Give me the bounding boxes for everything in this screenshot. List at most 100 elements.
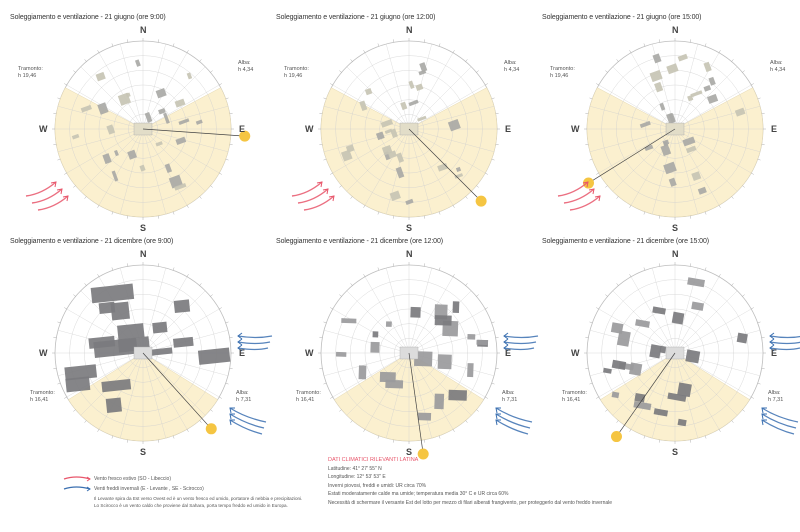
- compass-tick: [476, 294, 479, 297]
- grid-radial: [408, 106, 495, 130]
- building-shadow: [163, 112, 170, 124]
- building-shadow: [387, 150, 397, 159]
- compass-tick: [495, 113, 499, 114]
- compass-tick: [690, 263, 691, 267]
- compass-tick: [172, 211, 175, 215]
- building-shadow: [654, 81, 664, 93]
- grid-radial: [120, 352, 144, 439]
- building-shadows: [71, 59, 203, 191]
- grid-radial: [674, 308, 752, 354]
- building-shadow: [697, 186, 707, 195]
- compass-tick: [377, 267, 380, 271]
- grid-radial: [612, 128, 676, 192]
- building-shadow: [335, 351, 347, 357]
- grid-radial: [364, 276, 410, 354]
- grid-radial: [323, 330, 410, 354]
- summer-wind-icon: [291, 181, 335, 211]
- compass-west: W: [305, 348, 314, 358]
- compass-tick: [73, 185, 76, 188]
- grid-radial: [674, 106, 761, 130]
- compass-tick: [127, 439, 128, 443]
- grid-radial: [142, 128, 188, 206]
- compass-tick: [64, 396, 67, 399]
- compass-west: W: [571, 124, 580, 134]
- compass-tick: [731, 420, 734, 423]
- compass-tick: [219, 307, 222, 310]
- compass-tick: [690, 439, 691, 443]
- compass-tick: [53, 144, 57, 145]
- grid-radial: [142, 106, 229, 130]
- building-shadow: [178, 118, 190, 125]
- compass-tick: [210, 70, 213, 73]
- panel-december-9: Soleggiamento e ventilazione - 21 dicemb…: [10, 238, 276, 463]
- compass-tick: [438, 211, 441, 215]
- grid-radial: [332, 352, 410, 398]
- building-shadow: [687, 95, 694, 102]
- compass-tick: [751, 83, 754, 86]
- compass-tick: [585, 337, 589, 338]
- grid-radial: [346, 352, 410, 416]
- compass-tick: [589, 321, 593, 324]
- sunset-label: Tramonto:h 19,46: [550, 66, 575, 79]
- legend-note-scirocco: Lo Scirocco è un vento caldo che provien…: [94, 503, 288, 508]
- compass-tick: [210, 409, 213, 412]
- grid-radial: [346, 66, 410, 130]
- compass-tick: [629, 205, 632, 208]
- building-shadow: [691, 171, 702, 181]
- grid-radial: [408, 276, 454, 354]
- compass-tick: [491, 321, 495, 324]
- building-shadow: [736, 332, 748, 344]
- compass-tick: [742, 409, 745, 412]
- compass-tick: [377, 435, 380, 439]
- compass-tick: [476, 185, 479, 188]
- building-shadow: [341, 318, 357, 324]
- building-shadow: [155, 141, 163, 147]
- compass-east: E: [505, 348, 512, 358]
- compass-tick: [704, 43, 707, 47]
- compass-tick: [350, 59, 353, 62]
- climate-line: Inverni piovosi, freddi e umidi: UR circ…: [328, 482, 427, 489]
- compass-tick: [393, 215, 394, 219]
- compass-tick: [605, 70, 608, 73]
- compass-tick: [596, 307, 599, 310]
- panel-title: Soleggiamento e ventilazione - 21 dicemb…: [542, 238, 709, 245]
- compass-west: W: [571, 348, 580, 358]
- compass-south: S: [406, 223, 413, 233]
- building-shadow: [677, 53, 688, 62]
- compass-tick: [643, 43, 646, 47]
- building-shadow: [158, 108, 166, 115]
- climate-data: DATI CLIMATICI RILEVANTI LATINA Latitudi…: [328, 456, 612, 507]
- sun-ray: [616, 352, 676, 437]
- compass-tick: [424, 263, 425, 267]
- compass-tick: [330, 307, 333, 310]
- building-shadow: [629, 362, 643, 376]
- building-shadow: [195, 119, 203, 125]
- summer-wind-icon: [25, 181, 69, 211]
- compass-tick: [186, 274, 189, 277]
- building-shadow: [65, 376, 91, 393]
- compass-tick: [199, 420, 202, 423]
- summer-wind-icon: [557, 181, 601, 211]
- sunset-label: Tramonto:h 16,41: [296, 390, 321, 403]
- compass-tick: [323, 382, 327, 385]
- panel-title: Soleggiamento e ventilazione - 21 giugno…: [276, 14, 436, 21]
- compass-tick: [495, 368, 499, 369]
- grid-radial: [346, 128, 410, 192]
- legend-note-levante: Il Levante spira da Est verso Ovest ed è…: [94, 496, 303, 501]
- grid-radial: [612, 352, 676, 416]
- compass-tick: [219, 83, 222, 86]
- climate-line: Latitudine: 41° 27' 55'' N: [328, 465, 382, 472]
- grid-radial: [386, 267, 410, 354]
- compass-tick: [605, 409, 608, 412]
- legend-summer-wind: Vento fresco estivo (SO - Libeccio): [94, 476, 171, 482]
- grid-radial: [674, 66, 738, 130]
- grid-radial: [674, 128, 761, 152]
- building-shadow: [448, 389, 467, 401]
- compass-tick: [605, 185, 608, 188]
- panel-june-12: Soleggiamento e ventilazione - 21 giugno…: [276, 14, 542, 239]
- sunset-label: Tramonto:h 16,41: [30, 390, 55, 403]
- grid-radial: [364, 52, 410, 130]
- building-shadow: [380, 119, 394, 128]
- compass-south: S: [672, 447, 679, 457]
- grid-radial: [674, 290, 738, 354]
